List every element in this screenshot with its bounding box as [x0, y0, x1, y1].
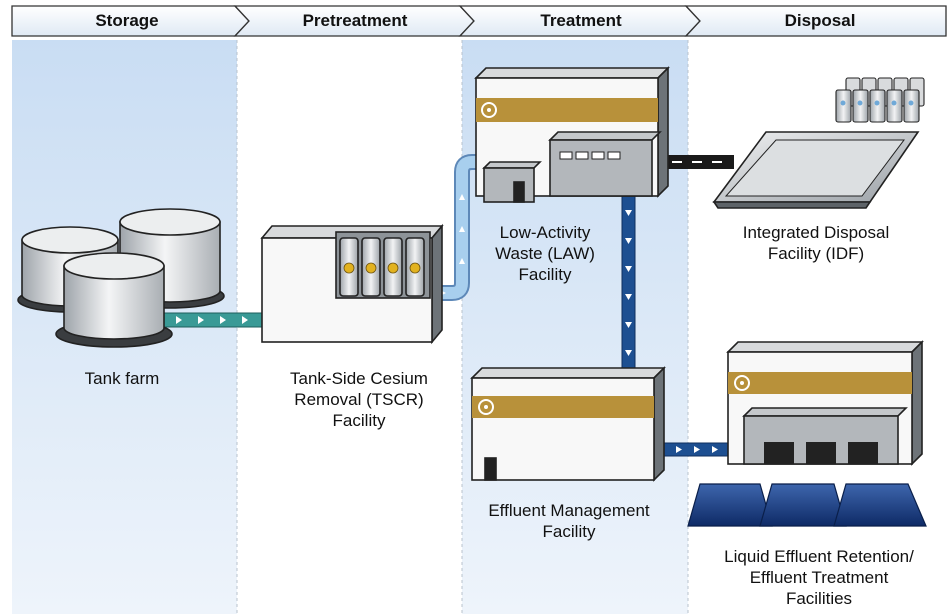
radiation-icon — [734, 375, 750, 391]
retention-basins — [687, 483, 927, 527]
idf-label: Integrated Disposal Facility (IDF) — [742, 223, 890, 263]
tscr-label: Tank-Side Cesium Removal (TSCR) Facility — [290, 369, 428, 430]
cesium-column-group — [335, 231, 431, 299]
lerf-etf-facility-graphic — [726, 340, 924, 466]
retention-basin — [833, 483, 927, 527]
stage-label-treatment: Treatment — [540, 11, 622, 30]
law-to-idf-road — [664, 155, 734, 169]
storage-tank-icon — [55, 252, 173, 348]
law-facility-graphic — [474, 66, 670, 203]
retention-basin — [759, 483, 847, 527]
radiation-icon — [478, 399, 494, 415]
law-label: Low-Activity Waste (LAW) Facility — [495, 223, 595, 284]
tank-farm-label: Tank farm — [84, 369, 160, 388]
emf-facility-graphic — [470, 366, 666, 482]
stage-label-disposal: Disposal — [784, 11, 856, 30]
radiation-icon — [387, 262, 399, 274]
idf-facility-graphic — [712, 77, 925, 209]
stage-label-storage: Storage — [95, 11, 159, 30]
disposal-chevron — [684, 5, 947, 37]
waste-container-icon-group — [835, 77, 925, 123]
lerf-label: Liquid Effluent Retention/ Effluent Trea… — [724, 547, 914, 608]
radiation-icon — [409, 262, 421, 274]
law-to-emf-pipe — [621, 195, 636, 369]
tank-to-tscr-pipe — [159, 312, 267, 328]
radiation-icon — [481, 102, 497, 118]
stage-label-pretreatment: Pretreatment — [302, 11, 408, 30]
emf-to-lerf-pipe — [663, 442, 735, 457]
emf-label: Effluent Management Facility — [488, 501, 650, 541]
tank-farm-graphic — [17, 208, 225, 348]
radiation-icon — [365, 262, 377, 274]
radiation-icon — [343, 262, 355, 274]
stage-header — [11, 5, 947, 37]
retention-basin — [687, 483, 773, 527]
tscr-facility-graphic — [260, 223, 444, 345]
